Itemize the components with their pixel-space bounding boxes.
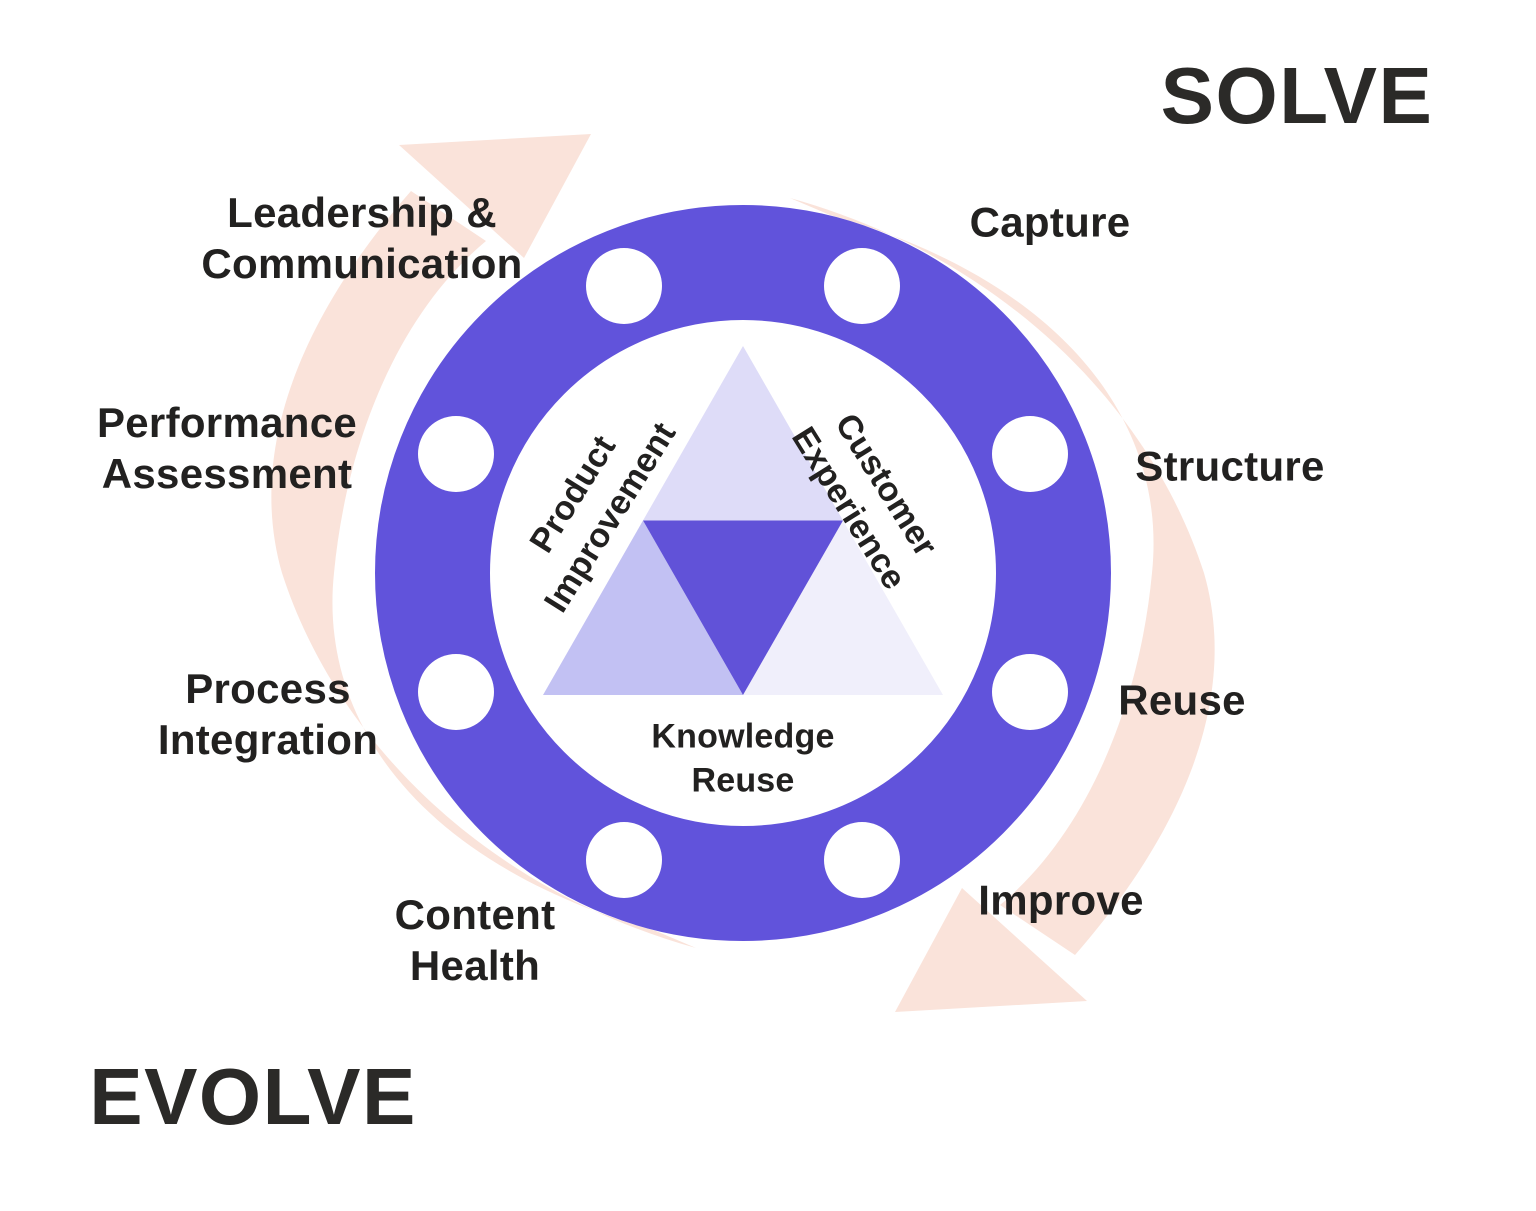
center-triangle [543,346,943,695]
triangle-label-knowledge-reuse: Knowledge Reuse [651,717,835,799]
ring-hole-icon [992,416,1068,492]
solve-title: SOLVE [1160,51,1434,140]
ring-hole-icon [418,654,494,730]
step-label-improve: Improve [978,876,1144,924]
ring-hole-icon [992,654,1068,730]
ring-hole-icon [824,822,900,898]
step-label-performance-assessment: Performance Assessment [96,398,358,497]
cycle-ring [375,205,1111,941]
triangle-left-piece [543,520,743,695]
triangle-center-piece [643,520,843,695]
solve-arrowhead-icon [895,888,1087,1012]
triangle-right-piece [743,520,943,695]
step-label-capture: Capture [969,198,1131,246]
ring-holes [418,248,1068,898]
step-label-structure: Structure [1135,442,1325,490]
triangle-top-piece [643,346,843,521]
step-label-content-health: Content Health [394,890,556,989]
solve-arrow-band [790,198,1215,955]
evolve-arrow-band [271,191,696,948]
evolve-arrowhead-icon [399,134,591,258]
ring-hole-icon [586,822,662,898]
solve-arrow [790,198,1215,1012]
step-label-reuse: Reuse [1118,676,1246,724]
step-label-process-integration: Process Integration [157,664,379,763]
evolve-arrow [271,134,696,948]
ring-hole-icon [824,248,900,324]
evolve-title: EVOLVE [89,1052,417,1141]
ring-hole-icon [418,416,494,492]
ring-hole-icon [586,248,662,324]
step-label-leadership-communication: Leadership & Communication [201,188,523,287]
